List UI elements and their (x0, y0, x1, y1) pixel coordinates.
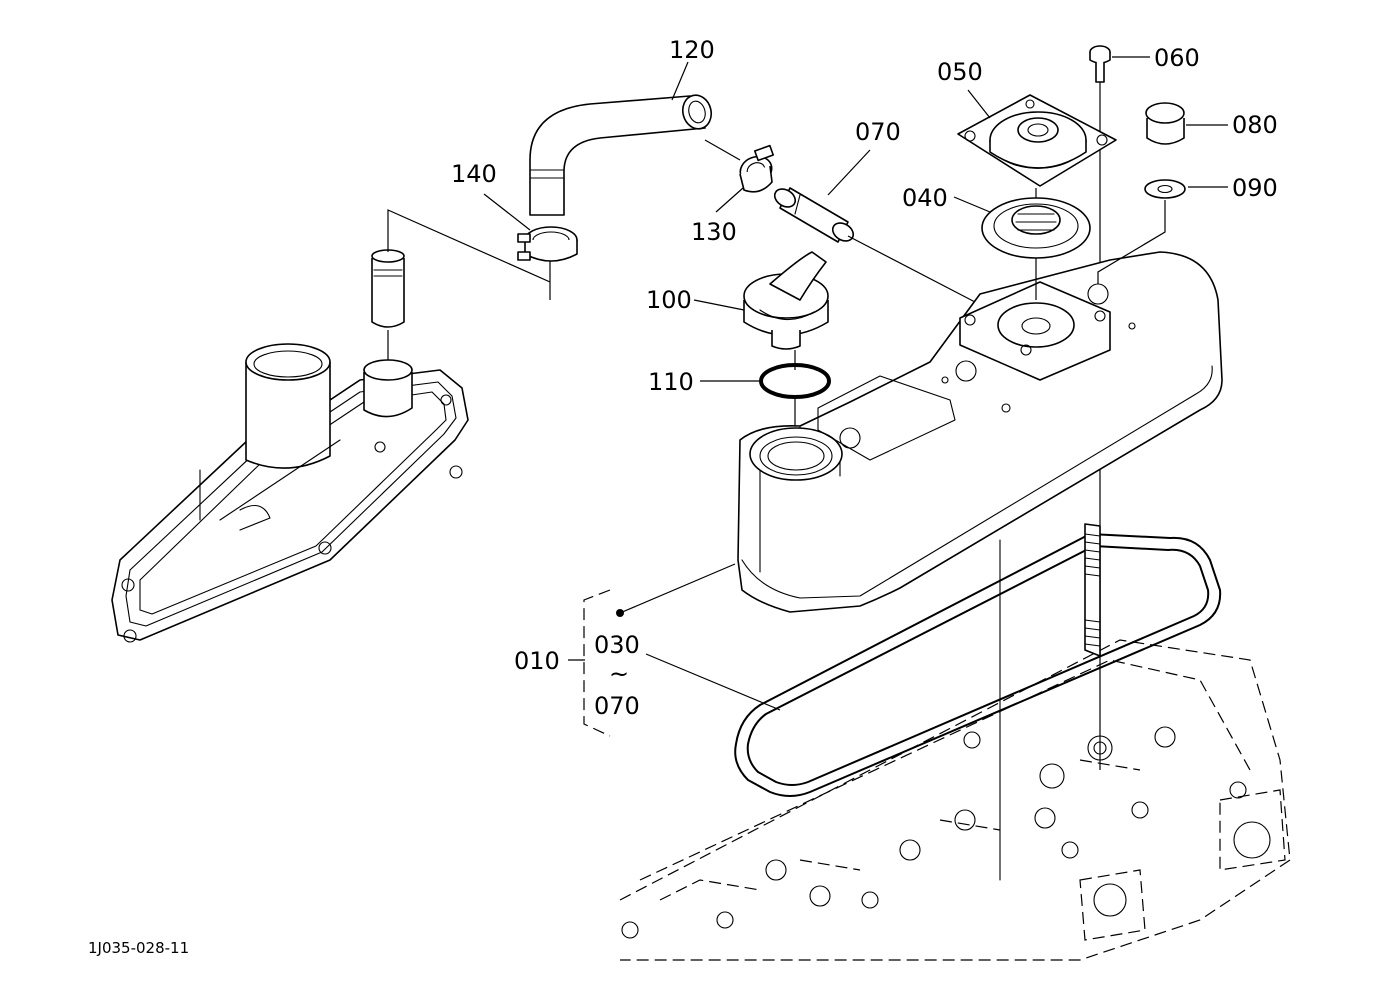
label-140: 140 (451, 160, 497, 188)
hose-fitting (371, 249, 405, 328)
cylinder-head (619, 539, 1291, 961)
label-070-pipe: 070 (855, 118, 901, 146)
label-110: 110 (648, 368, 694, 396)
assembly-line-070 (704, 139, 976, 303)
label-050: 050 (937, 58, 983, 86)
label-130: 130 (691, 218, 737, 246)
cover-gasket (734, 532, 1222, 797)
hose-clamp-140 (517, 226, 578, 262)
hose-clamp-130 (739, 144, 775, 193)
part-labels: 120 140 130 070 050 060 080 090 040 100 … (451, 36, 1278, 720)
breather-cover (957, 94, 1117, 187)
label-090: 090 (1232, 174, 1278, 202)
label-040: 040 (902, 184, 948, 212)
assembly-line-140 (387, 209, 551, 360)
intake-manifold (111, 343, 469, 643)
breather-pipe (773, 187, 855, 243)
label-120: 120 (669, 36, 715, 64)
drawing-code: 1J035-028-11 (88, 939, 189, 957)
range-tilde: ~ (609, 660, 629, 688)
assembly-line-090 (1097, 200, 1166, 284)
head-cover (737, 251, 1223, 613)
washer (1144, 179, 1186, 199)
leader-lines (483, 56, 1228, 737)
breather-diaphragm (981, 197, 1091, 259)
stud-bolt (1084, 523, 1101, 657)
oil-filler-cap (743, 251, 829, 350)
label-080: 080 (1232, 111, 1278, 139)
rubber-cap (1145, 102, 1185, 145)
label-100: 100 (646, 286, 692, 314)
breather-hose (529, 94, 713, 216)
label-060: 060 (1154, 44, 1200, 72)
label-030: 030 (594, 631, 640, 659)
screw-060 (1089, 45, 1111, 83)
label-070-range: 070 (594, 692, 640, 720)
label-010: 010 (514, 647, 560, 675)
